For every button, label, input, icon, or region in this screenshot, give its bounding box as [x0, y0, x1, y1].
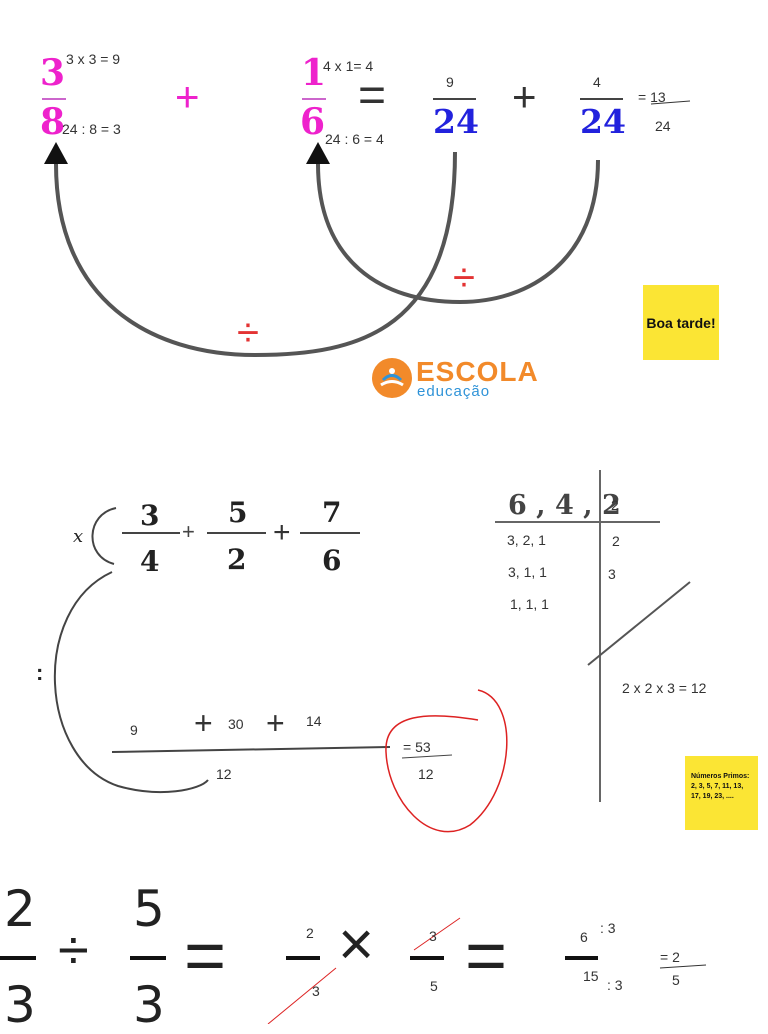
arrow-head-right — [306, 142, 330, 164]
frac-b3-den: 3 — [133, 976, 165, 1034]
arc-right — [316, 159, 600, 305]
plus-sign-2: + — [512, 73, 537, 120]
cancel-stroke-1 — [267, 967, 337, 1024]
arrow-head-left — [44, 142, 68, 164]
note-a-top: 3 x 3 = 9 — [66, 51, 121, 67]
sticky-note-greeting: Boa tarde! — [643, 285, 719, 360]
result-2-den: 12 — [418, 766, 434, 782]
mark-x: x — [73, 526, 84, 547]
mmc-row-1: 3, 2, 1 — [507, 532, 546, 548]
frac-a3-num: 2 — [4, 880, 36, 938]
frac-e3-den: 15 — [583, 968, 599, 984]
plus-sign: + — [175, 73, 200, 120]
divide-symbol-left: ÷ — [237, 311, 259, 355]
result-2-bar — [401, 754, 453, 759]
sticky-note-primes: Números Primos: 2, 3, 5, 7, 11, 13, 17, … — [685, 756, 758, 830]
sum-bar — [111, 746, 391, 753]
frac-e3-den-note: : 3 — [607, 977, 623, 993]
plus-big: + — [273, 516, 291, 549]
brace — [91, 507, 117, 565]
equals-sign: = — [358, 69, 387, 122]
sum-plus-2: + — [266, 705, 285, 741]
red-circle — [385, 689, 508, 833]
frac-d3-num: 3 — [429, 928, 437, 944]
division-sign: ÷ — [58, 918, 89, 981]
result-2-num: 53 — [415, 739, 431, 755]
result-1: = 13 — [638, 89, 666, 105]
frac-e3-num-note: : 3 — [600, 920, 616, 936]
frac-c3-num: 2 — [306, 925, 314, 941]
result-3: = 2 — [660, 949, 680, 965]
frac-1-den: 4 — [140, 545, 160, 578]
result-bar — [650, 100, 691, 105]
mmc-divisor-2: 2 — [612, 533, 620, 549]
equals-sign-3a: = — [184, 916, 227, 996]
sum-b: 30 — [228, 716, 244, 732]
plus-small: + — [182, 519, 195, 544]
cancel-stroke-2 — [413, 917, 461, 951]
sum-plus-1: + — [194, 705, 213, 741]
frac-2-den: 2 — [227, 543, 247, 576]
frac-a-den: 8 — [40, 101, 66, 143]
result-3-den: 5 — [672, 972, 680, 988]
note-a-bottom: 24 : 8 = 3 — [62, 121, 121, 137]
mmc-header: 6 , 4 , 2 — [508, 490, 621, 521]
result-1-num: 13 — [650, 89, 666, 105]
note-b-top: 4 x 1= 4 — [323, 58, 374, 74]
note-b-bottom: 24 : 6 = 4 — [325, 131, 384, 147]
mark-colon: : — [36, 660, 44, 685]
logo-subtitle: educação — [417, 383, 491, 400]
frac-2-num: 5 — [228, 496, 248, 529]
frac-a3-den: 3 — [4, 976, 36, 1034]
mmc-product: 2 x 2 x 3 = 12 — [622, 680, 707, 696]
frac-c-den: 24 — [433, 102, 479, 141]
result-1-prefix: = — [638, 89, 651, 105]
divide-symbol-right: ÷ — [453, 256, 475, 300]
times-sign: × — [338, 910, 375, 979]
mmc-divisor-1: 2 — [611, 497, 619, 513]
frac-3-den: 6 — [322, 544, 342, 577]
arc-left — [54, 151, 457, 358]
mmc-row-3: 1, 1, 1 — [510, 596, 549, 612]
result-2: = 53 — [403, 739, 431, 755]
frac-3-num: 7 — [322, 496, 342, 529]
frac-b-den: 6 — [300, 101, 326, 143]
mmc-row-2: 3, 1, 1 — [508, 564, 547, 580]
sum-a: 9 — [130, 722, 138, 738]
logo-wordmark: ESCOLA — [416, 356, 539, 387]
frac-b-num: 1 — [301, 52, 327, 94]
frac-c-num: 9 — [446, 74, 454, 90]
result-3-num: 2 — [672, 949, 680, 965]
book-icon — [380, 368, 404, 387]
equals-sign-3b: = — [465, 916, 508, 996]
mmc-divisor-3: 3 — [608, 566, 616, 582]
frac-a-num: 3 — [40, 52, 66, 94]
frac-e3-num: 6 — [580, 929, 588, 945]
logo-icon — [372, 358, 412, 398]
sum-c: 14 — [306, 713, 322, 729]
sum-den: 12 — [216, 766, 232, 782]
frac-1-num: 3 — [140, 499, 160, 532]
result-3-prefix: = — [660, 949, 673, 965]
result-2-prefix: = — [403, 739, 416, 755]
result-1-den: 24 — [655, 118, 671, 134]
frac-d-num: 4 — [593, 74, 601, 90]
frac-c3-den: 3 — [312, 983, 320, 999]
frac-d-den: 24 — [580, 102, 626, 141]
mmc-slash — [587, 581, 691, 666]
frac-b3-num: 5 — [133, 880, 165, 938]
frac-d3-den: 5 — [430, 978, 438, 994]
result-3-bar — [659, 964, 707, 969]
left-curve — [54, 571, 209, 793]
